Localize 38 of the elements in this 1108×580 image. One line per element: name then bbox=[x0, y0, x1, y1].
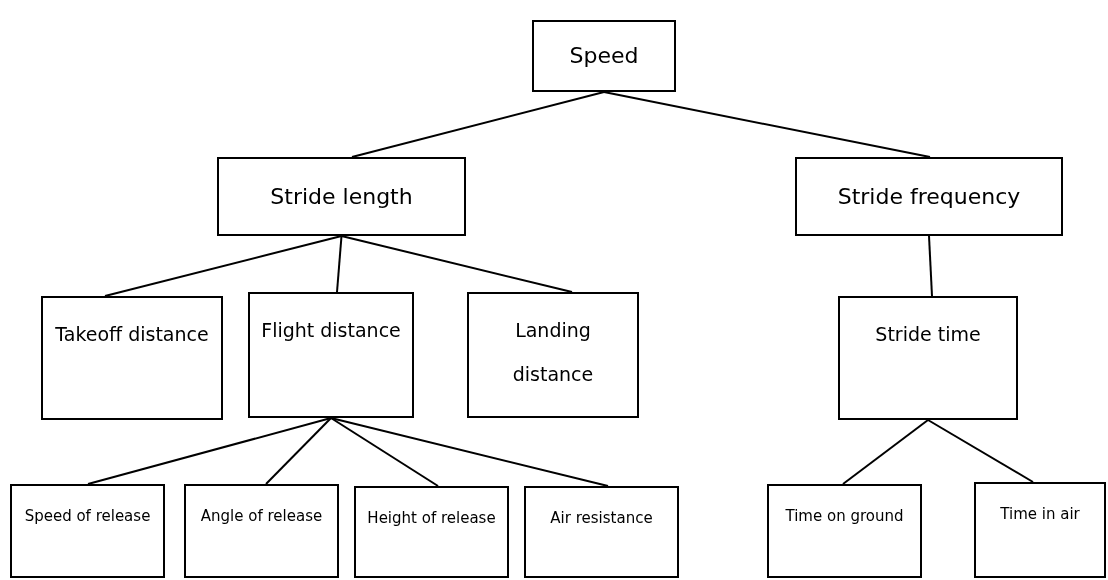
node-box bbox=[767, 484, 922, 578]
connector-line bbox=[340, 235, 573, 293]
connector-line bbox=[87, 417, 332, 485]
connector-line bbox=[927, 419, 1034, 483]
connector-line bbox=[265, 417, 332, 485]
node-label: Speed bbox=[569, 42, 639, 70]
node-box bbox=[41, 296, 223, 420]
node-box bbox=[10, 484, 165, 578]
node-label: Takeoff distance bbox=[55, 322, 209, 347]
node-box bbox=[974, 482, 1106, 578]
node-label: Stride length bbox=[270, 182, 413, 211]
node-box bbox=[795, 157, 1063, 236]
connector-line bbox=[351, 91, 605, 158]
connector-line bbox=[842, 419, 929, 485]
node-box bbox=[467, 292, 639, 418]
node-label: Air resistance bbox=[550, 508, 653, 529]
node-box bbox=[184, 484, 339, 578]
node-label: Flight distance bbox=[261, 318, 401, 343]
node-box bbox=[838, 296, 1018, 420]
connector-line bbox=[336, 235, 343, 293]
node-label: Speed of release bbox=[24, 506, 151, 527]
node-label: Height of release bbox=[367, 508, 496, 529]
connector-line bbox=[928, 235, 933, 297]
node-label: Time in air bbox=[1000, 504, 1080, 525]
node-box bbox=[532, 20, 676, 92]
connector-line bbox=[603, 91, 931, 158]
connector-line bbox=[330, 417, 439, 487]
node-label: Landing distance bbox=[511, 318, 595, 387]
node-label: Time on ground bbox=[785, 506, 904, 527]
node-box bbox=[524, 486, 679, 578]
node-box bbox=[217, 157, 466, 236]
node-label: Stride frequency bbox=[837, 182, 1021, 211]
node-box bbox=[248, 292, 414, 418]
node-label: Stride time bbox=[875, 322, 981, 347]
connector-line bbox=[104, 235, 343, 297]
node-label: Angle of release bbox=[200, 506, 323, 527]
node-box bbox=[354, 486, 509, 578]
connector-line bbox=[330, 417, 609, 487]
